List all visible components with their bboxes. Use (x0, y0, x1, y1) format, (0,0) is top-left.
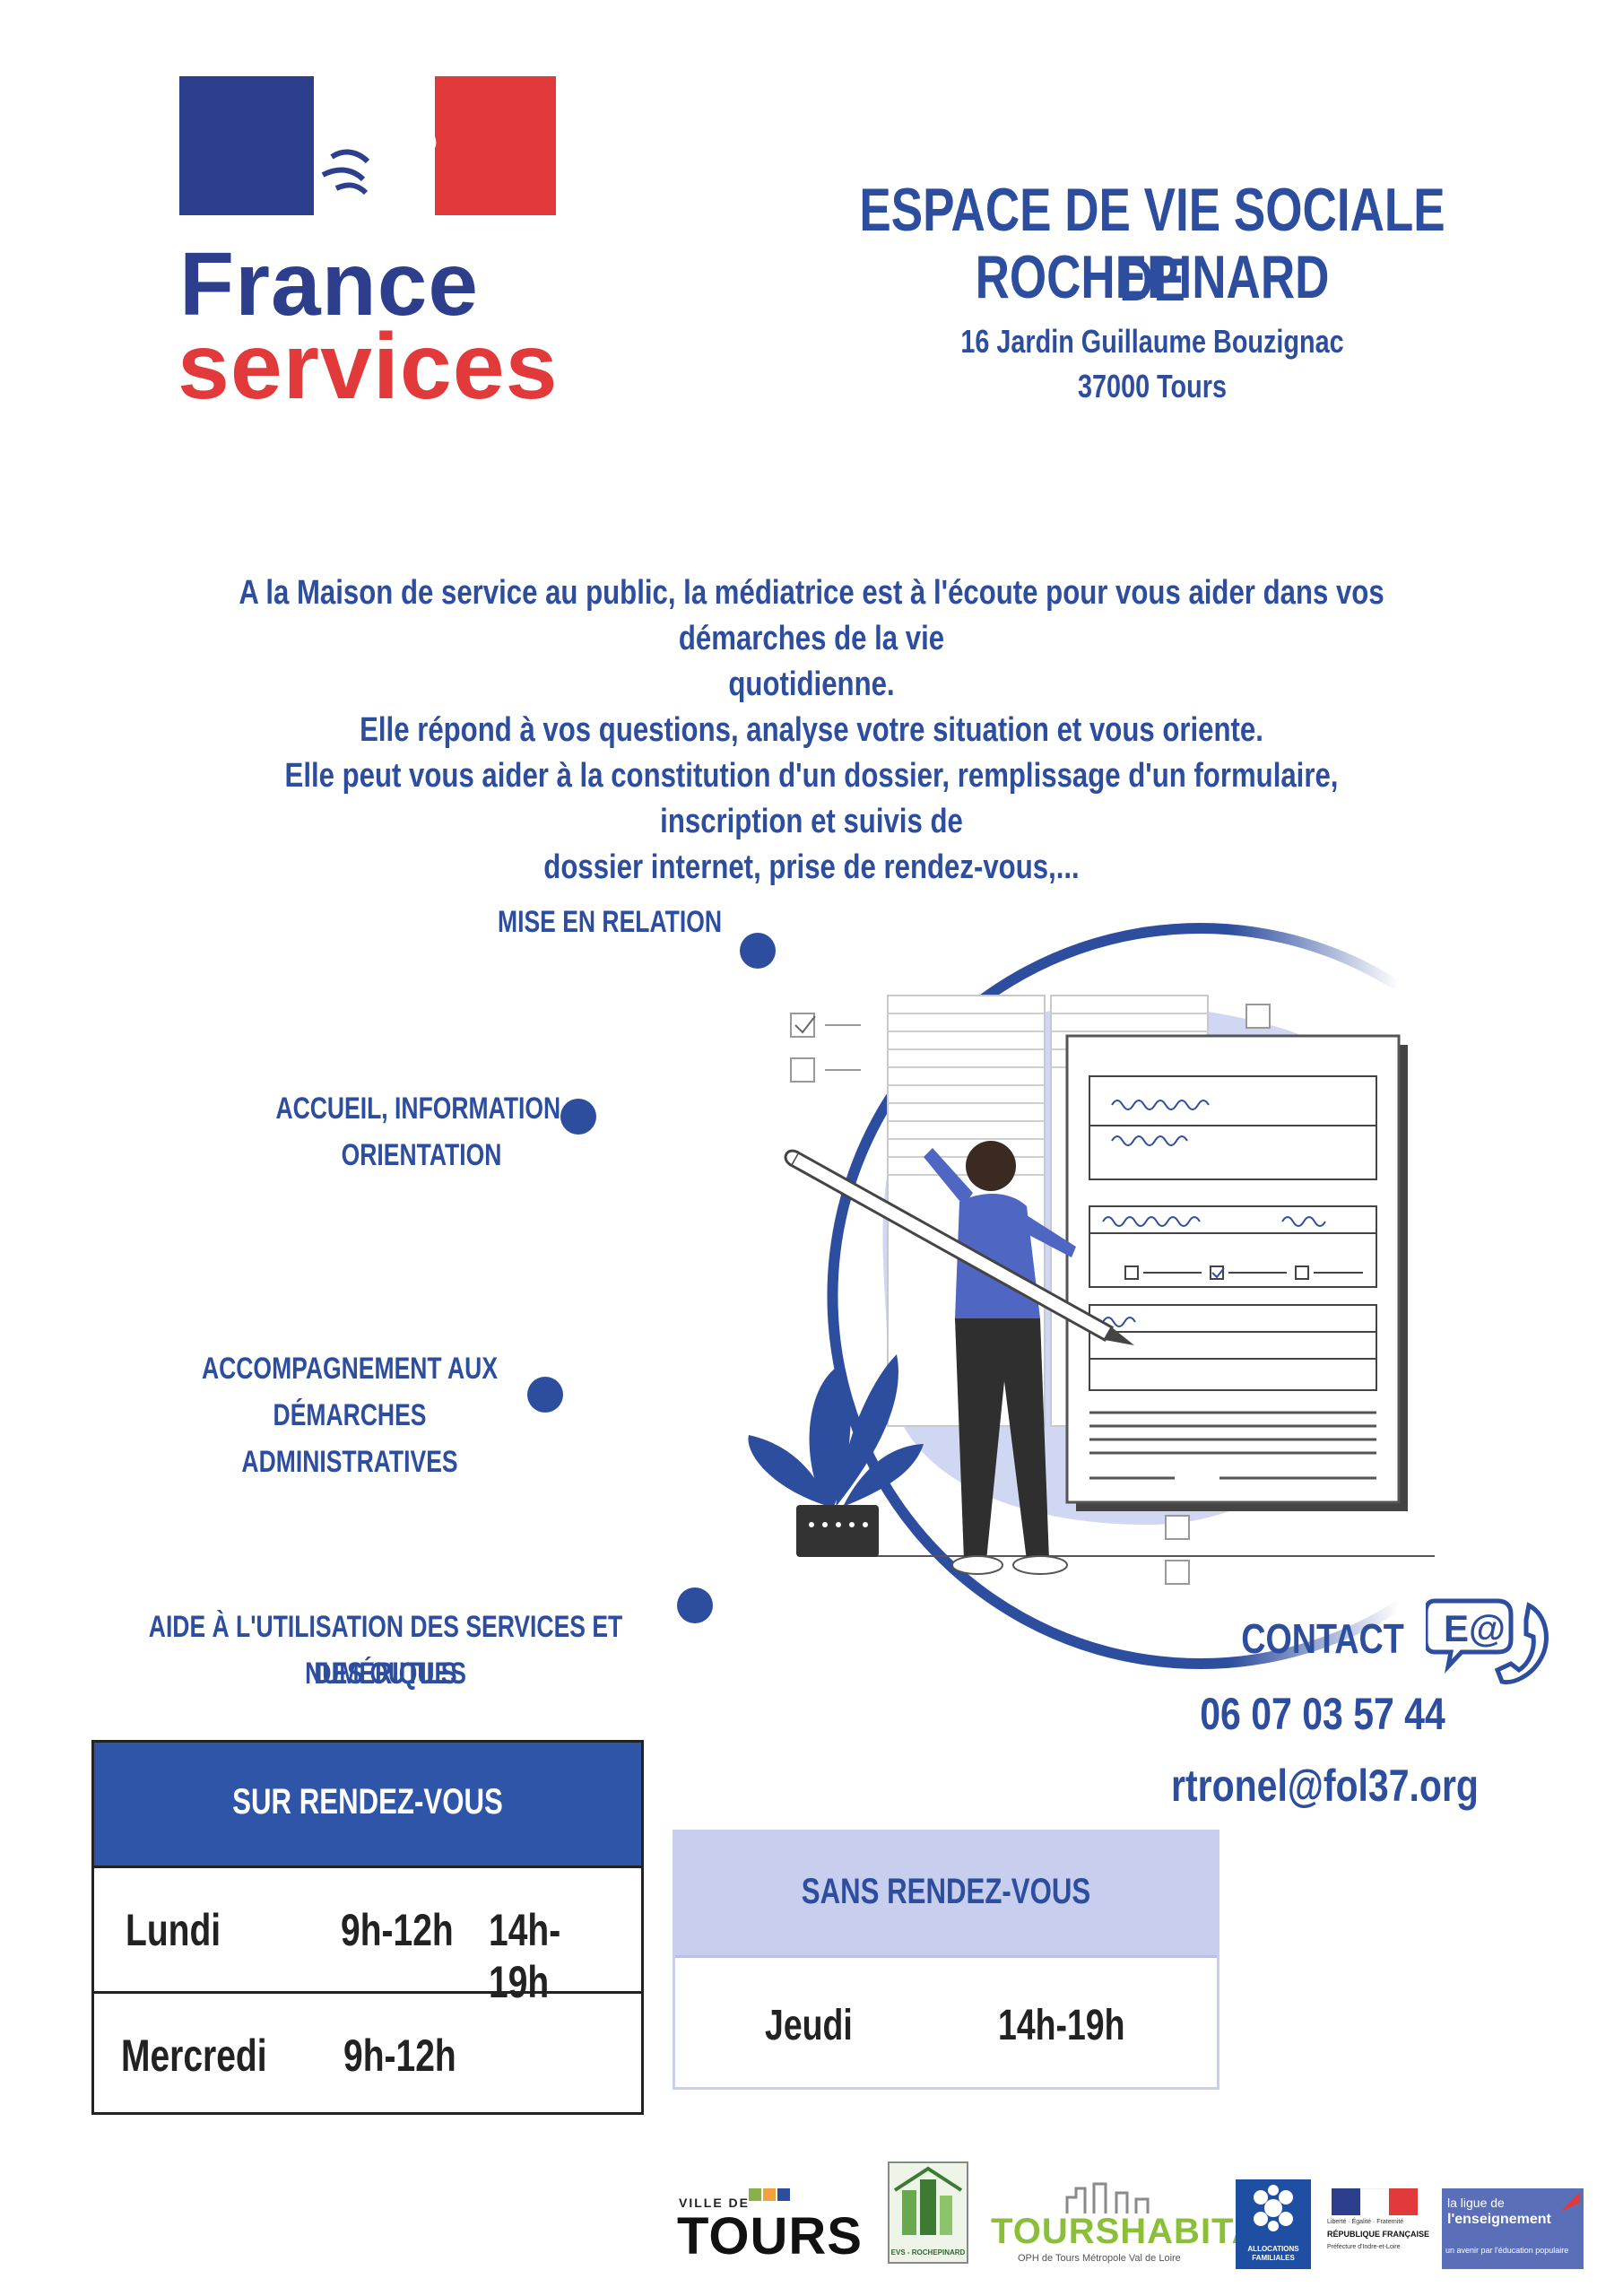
ligue-arrow-icon (1560, 2192, 1580, 2212)
rdv-title: SUR RENDEZ-VOUS (232, 1782, 503, 1822)
sans-rdv-title: SANS RENDEZ-VOUS (801, 1872, 1091, 1911)
intro-line: A la Maison de service au public, la méd… (239, 574, 1384, 657)
timeline-dot (677, 1587, 713, 1623)
logo-services-text: services (178, 315, 559, 419)
intro-line: Elle peut vous aider à la constitution d… (284, 757, 1339, 840)
ligue-enseignement-logo: la ligue de l'enseignement un avenir par… (1442, 2188, 1584, 2269)
timeline-dot (560, 1099, 596, 1135)
rdv-table-header: SUR RENDEZ-VOUS (94, 1743, 641, 1866)
service-accompagnement-l1: ACCOMPAGNEMENT AUX (201, 1352, 499, 1386)
rdv-morning: 9h-12h (341, 1905, 454, 1955)
intro-line: quotidienne. (728, 665, 895, 703)
france-services-logo: France services (178, 76, 565, 419)
caf-text: ALLOCATIONS FAMILIALES (1247, 2245, 1299, 2262)
contact-email[interactable]: rtronel@fol37.org (1171, 1761, 1479, 1811)
evs-rochepinard-logo: EVS - ROCHEPINARD (888, 2161, 968, 2264)
service-aide-numerique-l2: NUMÉRIQUES (305, 1657, 466, 1691)
timeline-arc (827, 923, 1402, 1669)
intro-line: Elle répond à vos questions, analyse vot… (360, 711, 1263, 749)
ville-de-tours-logo: VILLE DE TOURS (677, 2188, 862, 2278)
service-accueil-l1: ACCUEIL, INFORMATION, (275, 1091, 568, 1126)
flag-blue-band (179, 76, 314, 215)
caf-logo: ALLOCATIONS FAMILIALES (1236, 2179, 1311, 2269)
marianne-icon (321, 84, 437, 215)
ligue-sub: un avenir par l'éducation populaire (1445, 2246, 1569, 2255)
service-accompagnement-l2: DÉMARCHES ADMINISTRATIVES (241, 1398, 458, 1479)
address-line1: 16 Jardin Guillaume Bouzignac (960, 323, 1344, 360)
rdv-afternoon: 14h-19h (489, 1905, 561, 2007)
service-mise-en-relation: MISE EN RELATION (498, 905, 722, 939)
rf-prefecture: Préfecture d'Indre-et-Loire (1327, 2244, 1401, 2250)
prefecture-logo: Liberté · Égalité · Fraternité RÉPUBLIQU… (1327, 2188, 1430, 2269)
rf-motto: Liberté · Égalité · Fraternité (1327, 2219, 1404, 2225)
timeline-dot (740, 933, 776, 969)
intro-line: dossier internet, prise de rendez-vous,.… (543, 848, 1080, 886)
tours-habitat-sub: OPH de Tours Métropole Val de Loire (1018, 2253, 1181, 2264)
sans-rdv-hours: 14h-19h (998, 2002, 1125, 2049)
rdv-day: Lundi (126, 1905, 221, 1955)
tours-habitat-text: TOURSHABITAT (991, 2212, 1279, 2251)
intro-paragraph: A la Maison de service au public, la méd… (213, 570, 1411, 891)
sans-rdv-day: Jeudi (765, 2002, 853, 2049)
sans-rdv-table: SANS RENDEZ-VOUS Jeudi 14h-19h (673, 1830, 1219, 2090)
ligue-line2: l'enseignement (1447, 2212, 1551, 2227)
address-line2: 37000 Tours (1078, 368, 1227, 404)
sans-rdv-header: SANS RENDEZ-VOUS (675, 1832, 1217, 1955)
flag-red-band (435, 76, 556, 215)
ligue-line1: la ligue de (1447, 2196, 1505, 2210)
logo-france-text: France (179, 234, 479, 335)
contact-email-phone-icon: E@ (1426, 1598, 1549, 1685)
timeline-dot (527, 1377, 563, 1413)
contact-phone[interactable]: 06 07 03 57 44 (1200, 1689, 1445, 1739)
service-aide-numerique-l1: AIDE À L'UTILISATION DES SERVICES ET DES… (148, 1610, 623, 1691)
tours-habitat-logo: TOURSHABITAT OPH de Tours Métropole Val … (991, 2179, 1278, 2269)
svg-text:E@: E@ (1444, 1607, 1506, 1649)
rdv-table: SUR RENDEZ-VOUS Lundi 9h-12h 14h-19h Mer… (91, 1740, 644, 2115)
services-illustration (527, 923, 1435, 1669)
rdv-day: Mercredi (121, 2031, 267, 2081)
evs-text: EVS - ROCHEPINARD (890, 2248, 966, 2257)
rdv-morning: 9h-12h (343, 2031, 456, 2081)
rf-name: RÉPUBLIQUE FRANÇAISE (1327, 2230, 1430, 2239)
tours-small-text: VILLE DE (679, 2196, 751, 2210)
contact-title: CONTACT (1241, 1615, 1404, 1662)
service-accueil-l2: ORIENTATION (341, 1138, 502, 1172)
page-title-line1: ESPACE DE VIE SOCIALE DE (859, 176, 1445, 314)
tours-big-text: TOURS (677, 2207, 863, 2266)
page-title-line2: ROCHEPINARD (975, 243, 1330, 311)
